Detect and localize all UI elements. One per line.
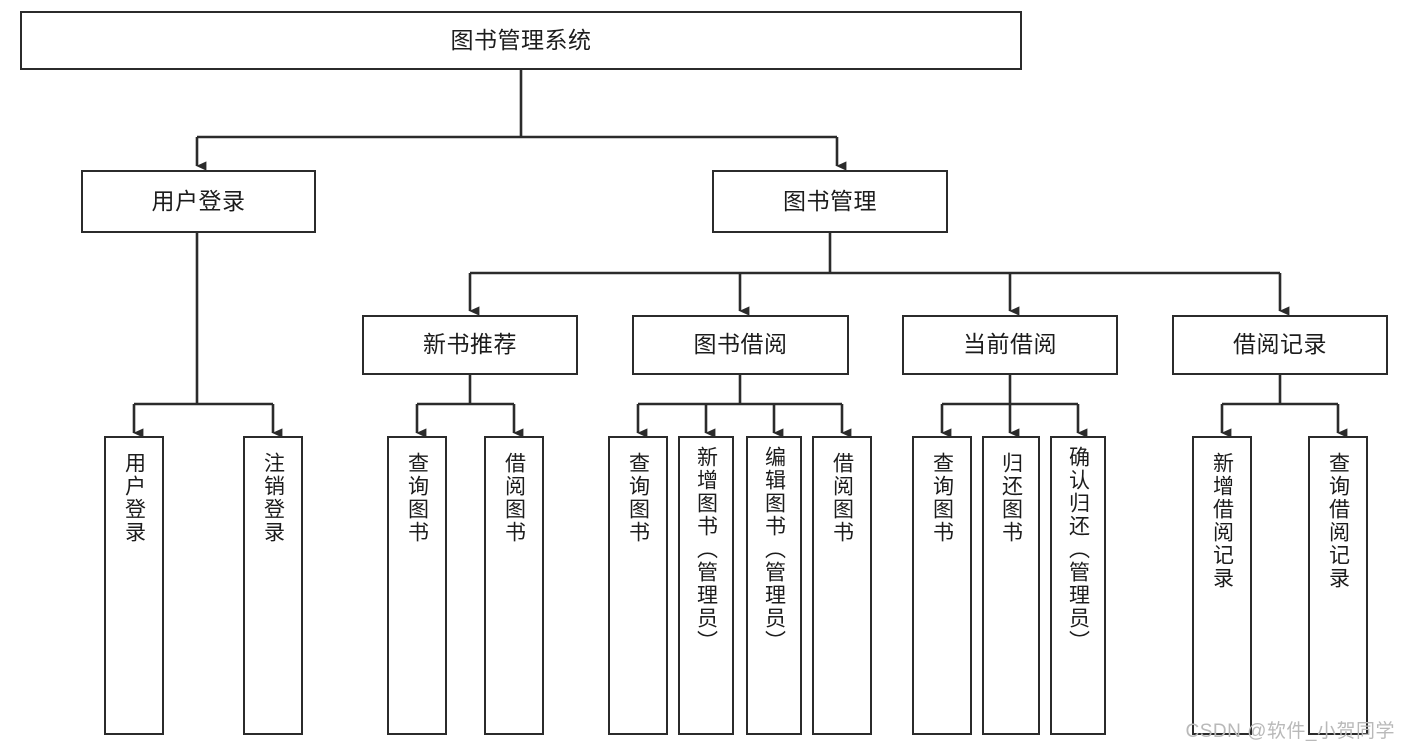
node-leaf-query-book-2-label: 查询图书 xyxy=(626,452,650,544)
node-leaf-confirm-return[interactable]: 确认归还（管理员） xyxy=(1050,436,1106,735)
node-leaf-confirm-return-label: 确认归还（管理员） xyxy=(1066,446,1090,653)
node-leaf-return-book[interactable]: 归还图书 xyxy=(982,436,1040,735)
node-new-book-recommend-label: 新书推荐 xyxy=(423,331,517,358)
node-leaf-query-book-3[interactable]: 查询图书 xyxy=(912,436,972,735)
node-leaf-query-book-2[interactable]: 查询图书 xyxy=(608,436,668,735)
node-current-borrow[interactable]: 当前借阅 xyxy=(902,315,1118,375)
node-borrow-record-label: 借阅记录 xyxy=(1233,331,1327,358)
node-leaf-user-login-label: 用户登录 xyxy=(122,452,146,544)
node-leaf-user-logout[interactable]: 注销登录 xyxy=(243,436,303,735)
node-leaf-user-login[interactable]: 用户登录 xyxy=(104,436,164,735)
node-root-label: 图书管理系统 xyxy=(450,26,592,53)
node-leaf-borrow-book-1[interactable]: 借阅图书 xyxy=(484,436,544,735)
node-leaf-query-book-1-label: 查询图书 xyxy=(405,452,429,544)
node-current-borrow-label: 当前借阅 xyxy=(963,331,1057,358)
node-leaf-edit-book-label: 编辑图书（管理员） xyxy=(762,446,786,653)
node-leaf-user-logout-label: 注销登录 xyxy=(261,452,285,544)
node-leaf-query-book-1[interactable]: 查询图书 xyxy=(387,436,447,735)
node-book-borrow[interactable]: 图书借阅 xyxy=(632,315,849,375)
node-leaf-add-book-label: 新增图书（管理员） xyxy=(694,446,718,653)
node-new-book-recommend[interactable]: 新书推荐 xyxy=(362,315,578,375)
node-user-login[interactable]: 用户登录 xyxy=(81,170,316,233)
node-book-management[interactable]: 图书管理 xyxy=(712,170,948,233)
node-leaf-borrow-book-2[interactable]: 借阅图书 xyxy=(812,436,872,735)
node-root[interactable]: 图书管理系统 xyxy=(20,11,1022,70)
node-leaf-query-record-label: 查询借阅记录 xyxy=(1326,452,1350,590)
node-leaf-add-record-label: 新增借阅记录 xyxy=(1210,452,1234,590)
watermark-text: CSDN @软件_小贺同学 xyxy=(1185,721,1395,742)
node-leaf-add-book[interactable]: 新增图书（管理员） xyxy=(678,436,734,735)
node-leaf-borrow-book-1-label: 借阅图书 xyxy=(502,452,526,544)
node-book-borrow-label: 图书借阅 xyxy=(693,331,788,358)
node-user-login-label: 用户登录 xyxy=(151,187,246,214)
node-leaf-query-record[interactable]: 查询借阅记录 xyxy=(1308,436,1368,735)
node-book-management-label: 图书管理 xyxy=(783,187,877,214)
node-leaf-edit-book[interactable]: 编辑图书（管理员） xyxy=(746,436,802,735)
node-borrow-record[interactable]: 借阅记录 xyxy=(1172,315,1388,375)
node-leaf-return-book-label: 归还图书 xyxy=(999,452,1023,544)
node-leaf-query-book-3-label: 查询图书 xyxy=(930,452,954,544)
node-leaf-add-record[interactable]: 新增借阅记录 xyxy=(1192,436,1252,735)
node-leaf-borrow-book-2-label: 借阅图书 xyxy=(830,452,854,544)
